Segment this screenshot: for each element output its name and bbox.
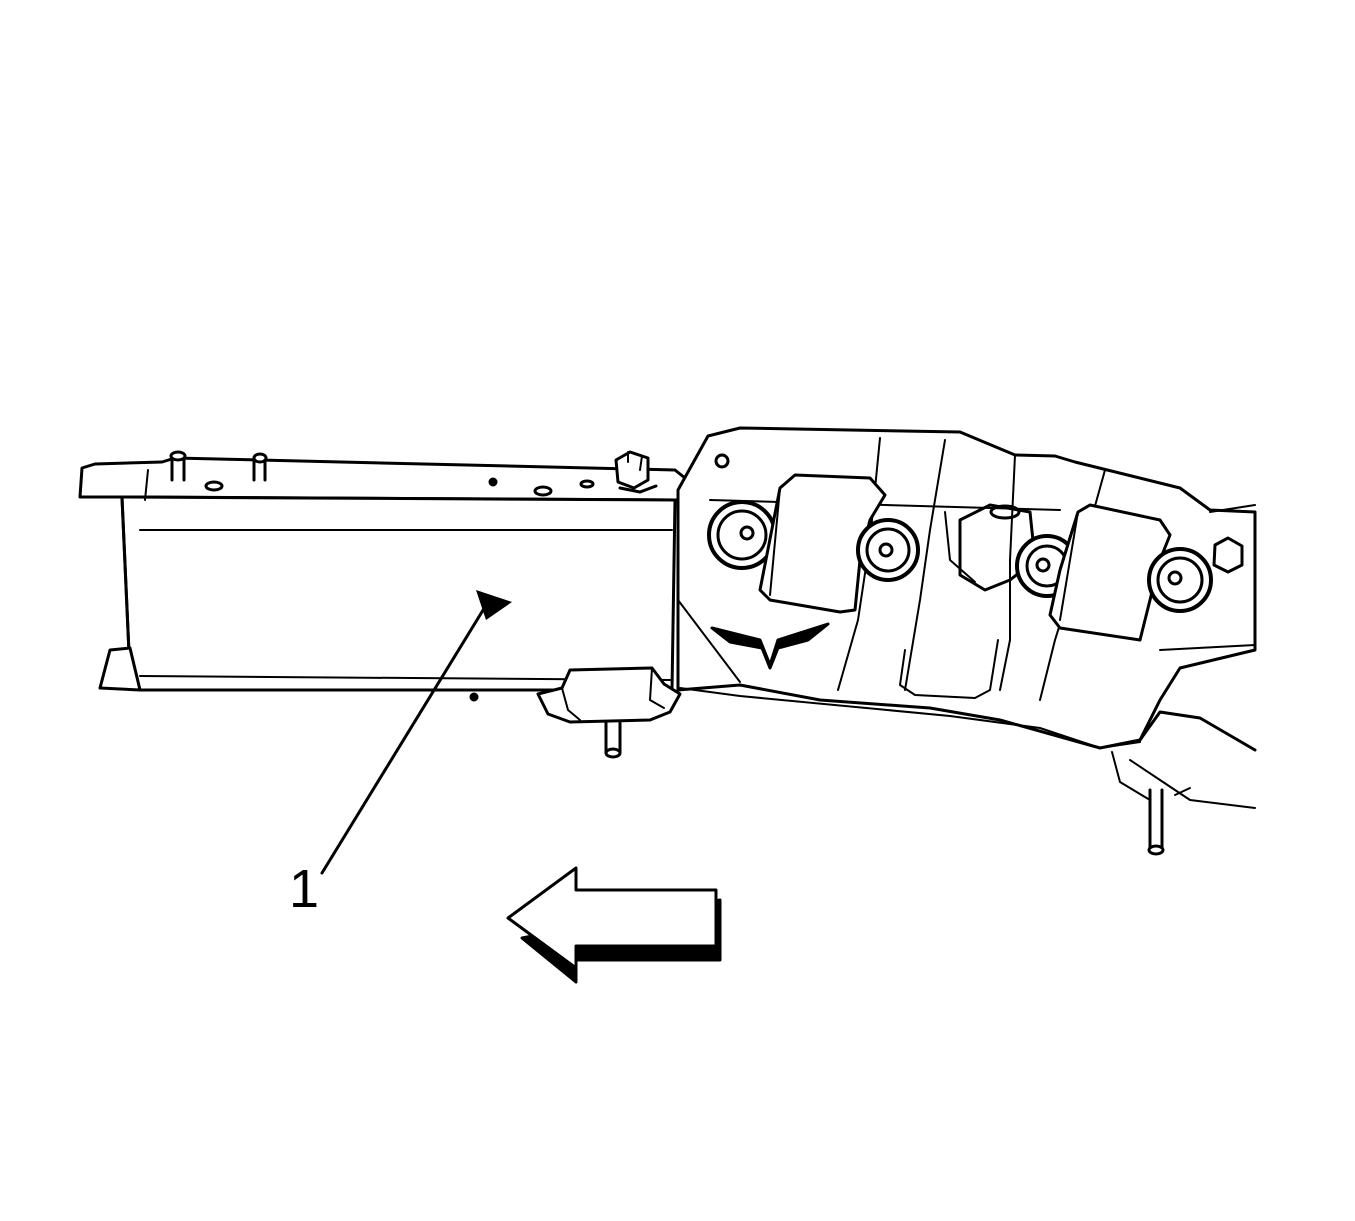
frame-rail-member <box>78 450 687 692</box>
callout-leader-1 <box>320 590 512 875</box>
mount-bracket <box>469 666 682 759</box>
cradle-assembly <box>676 426 1257 856</box>
arrow-left-icon <box>506 866 722 984</box>
callout-label-1: 1 <box>289 859 320 919</box>
